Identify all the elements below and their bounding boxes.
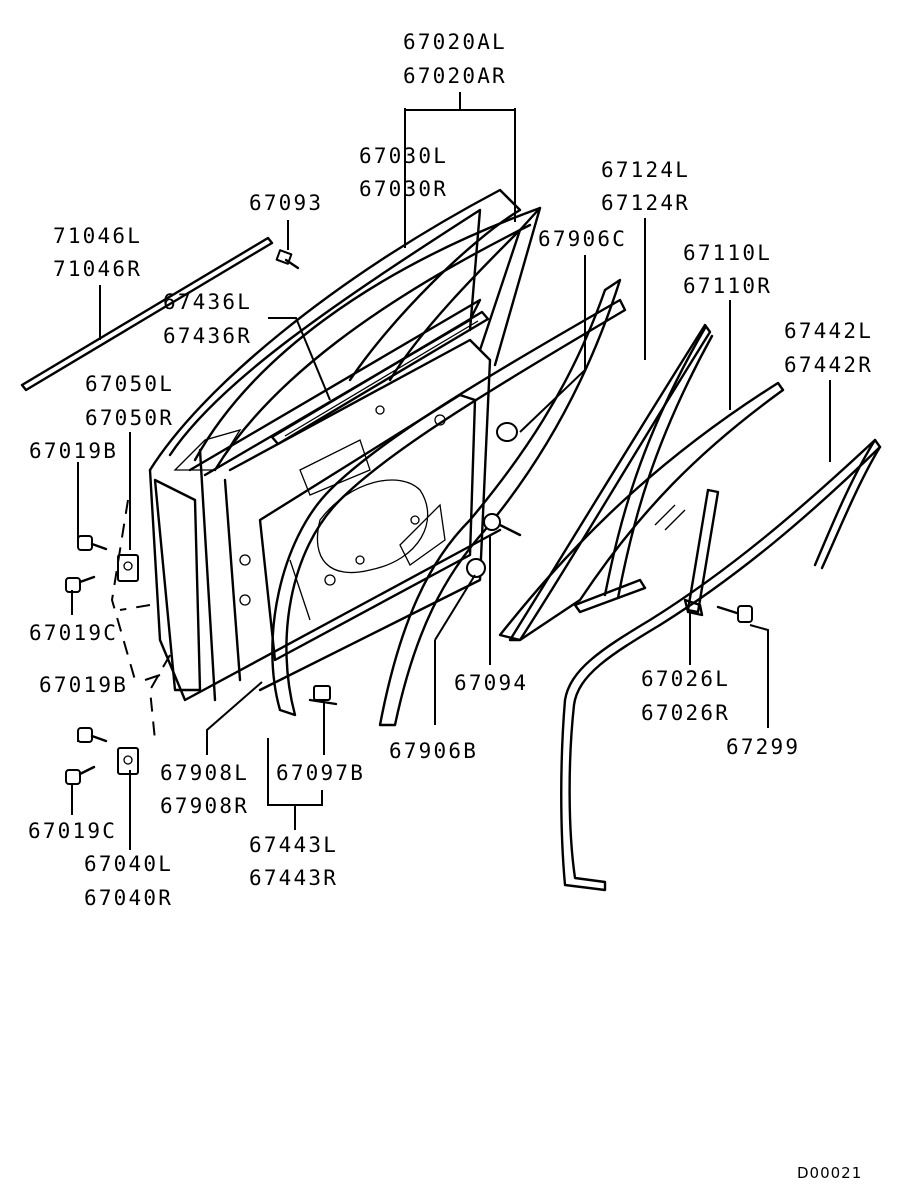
- grommet-67094: [466, 422, 518, 578]
- label-67020AL: 67020AL: [403, 30, 507, 54]
- weatherstrip-67443: [271, 298, 627, 717]
- label-67093: 67093: [249, 191, 323, 215]
- label-67443L: 67443L: [249, 833, 338, 857]
- label-67110L: 67110L: [683, 241, 772, 265]
- door-panel-67020A: [148, 188, 522, 702]
- leader-lines: [71, 92, 831, 850]
- upper-hinge-67050: [117, 554, 139, 582]
- label-67436L: 67436L: [163, 290, 252, 314]
- label-67097B: 67097B: [276, 761, 365, 785]
- sash-channel-67026: [683, 488, 720, 617]
- label-67050L: 67050L: [85, 372, 174, 396]
- belt-molding-71046: [20, 236, 274, 392]
- striker-67097B: [308, 685, 338, 706]
- label-67050R: 67050R: [85, 406, 174, 430]
- label-67019C-upper: 67019C: [29, 621, 118, 645]
- label-67906C: 67906C: [538, 227, 627, 251]
- glass-run-67124: [508, 323, 714, 642]
- label-71046L: 71046L: [53, 224, 142, 248]
- label-67030L: 67030L: [359, 144, 448, 168]
- label-67124R: 67124R: [601, 191, 690, 215]
- label-67040L: 67040L: [84, 852, 173, 876]
- label-67908L: 67908L: [160, 761, 249, 785]
- label-67040R: 67040R: [84, 886, 173, 910]
- label-67299: 67299: [726, 735, 800, 759]
- label-67124L: 67124L: [601, 158, 690, 182]
- label-71046R: 71046R: [53, 257, 142, 281]
- label-67443R: 67443R: [249, 866, 338, 890]
- door-glass-67110: [498, 381, 785, 642]
- label-67442L: 67442L: [784, 319, 873, 343]
- label-67019B-lower: 67019B: [39, 673, 128, 697]
- label-67908R: 67908R: [160, 794, 249, 818]
- label-67110R: 67110R: [683, 274, 772, 298]
- door-trim-67906: [378, 278, 622, 727]
- label-67026R: 67026R: [641, 701, 730, 725]
- outer-weatherstrip-67442: [560, 438, 882, 892]
- label-67442R: 67442R: [784, 353, 873, 377]
- lower-hinge-67040: [117, 747, 139, 775]
- label-67906B: 67906B: [389, 739, 478, 763]
- clip-67093: [275, 249, 300, 270]
- belt-strip-67436: [270, 310, 490, 446]
- bolt-67299: [716, 605, 753, 623]
- label-67030R: 67030R: [359, 177, 448, 201]
- diagram-code: D00021: [797, 1164, 862, 1182]
- label-67019B-upper: 67019B: [29, 439, 118, 463]
- bolts-67019: [65, 535, 108, 785]
- hinge-axis-lines: [110, 499, 171, 741]
- door-window-frame-67030: [193, 206, 542, 472]
- label-67019C-lower: 67019C: [28, 819, 117, 843]
- label-67026L: 67026L: [641, 667, 730, 691]
- label-67020AR: 67020AR: [403, 64, 507, 88]
- label-67436R: 67436R: [163, 324, 252, 348]
- label-67094: 67094: [454, 671, 528, 695]
